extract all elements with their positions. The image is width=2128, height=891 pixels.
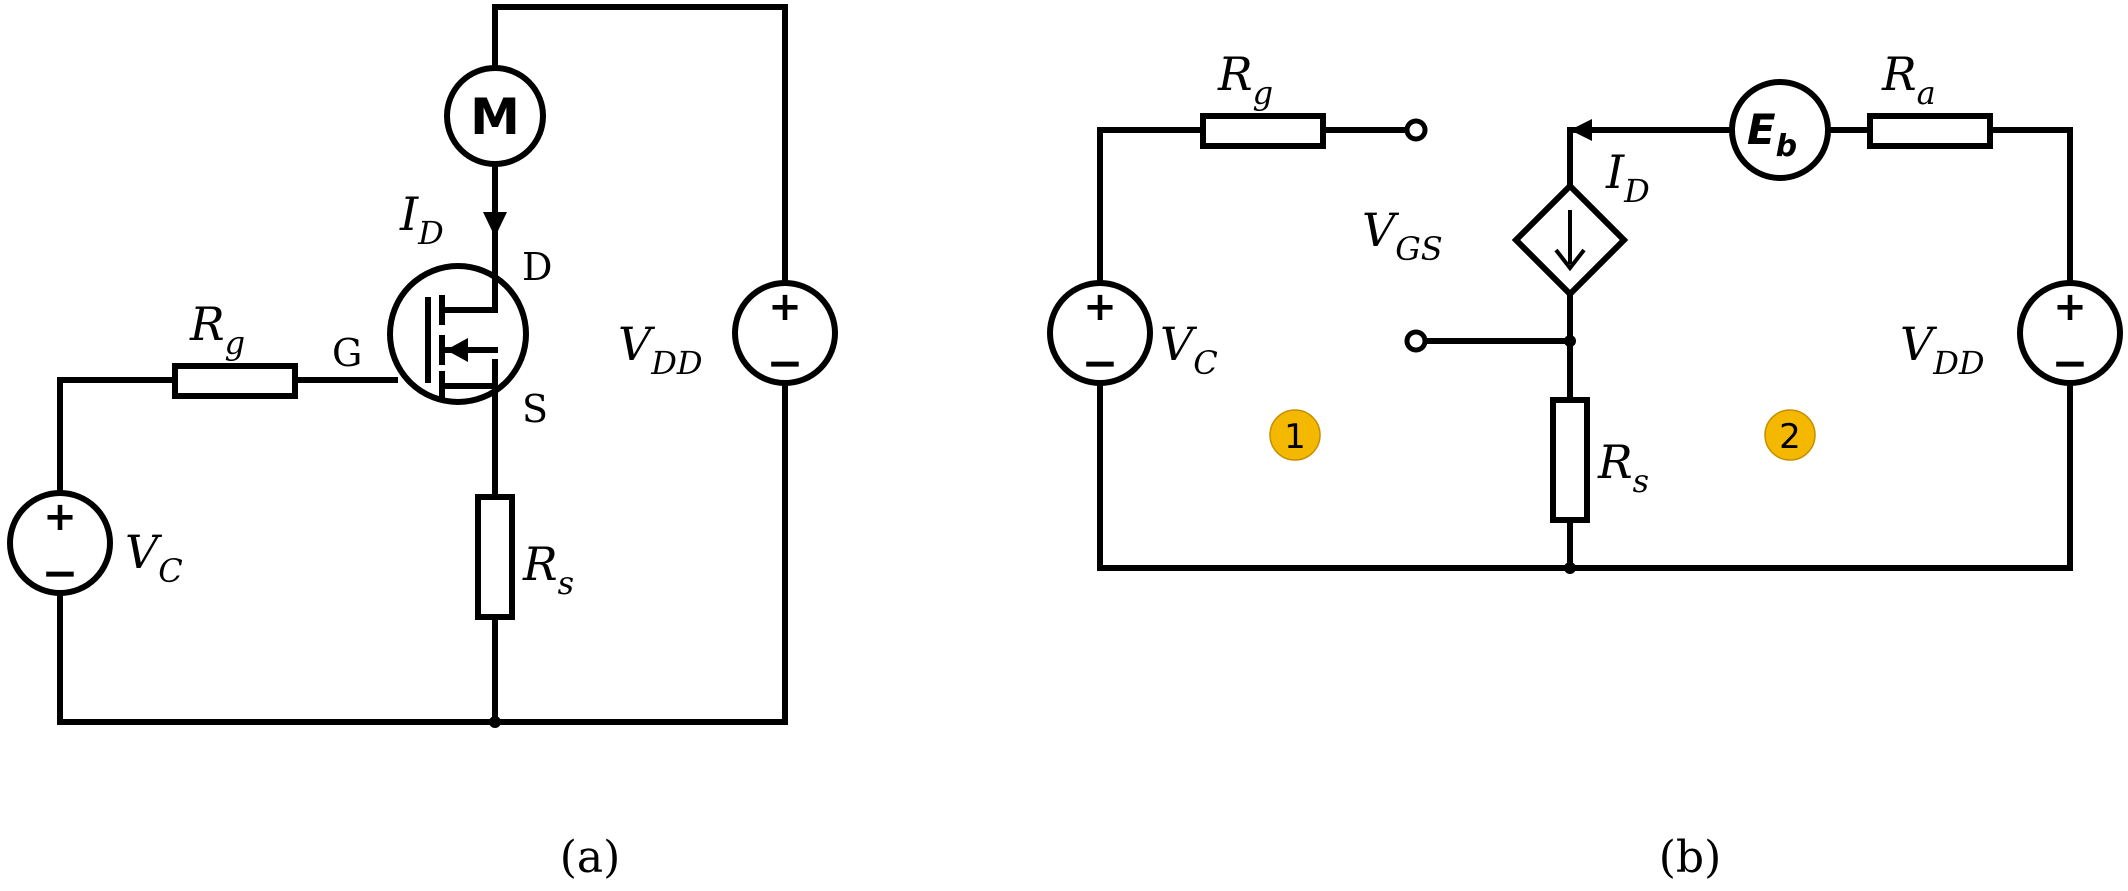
panel-b: Rg Ra Eb ID VGS Rs + − VC [1047, 47, 2123, 883]
caption-a: (a) [560, 832, 621, 883]
wire [1987, 127, 2073, 286]
motor-circle [444, 65, 546, 167]
supply-source-label-b: VDD [1900, 317, 1985, 382]
control-source-label-b: VC [1160, 317, 1218, 382]
supply-source-circle [2017, 280, 2123, 386]
plus-sign: + [1083, 284, 1117, 330]
supply-source-label-a: VDD [618, 317, 703, 382]
pin-source: S [522, 387, 548, 431]
back-emf-source: Eb [1729, 79, 1831, 181]
mosfet-circle [387, 263, 529, 405]
minus-sign: − [42, 548, 79, 599]
supply-source-b: + − [2017, 280, 2123, 389]
source-resistor-label-b: Rs [1597, 435, 1649, 500]
pin-drain: D [522, 245, 552, 289]
dependent-current-source [1511, 181, 1629, 299]
minus-sign: − [1082, 338, 1119, 389]
wire [1097, 127, 1206, 286]
loop-badge-1: 1 [1269, 409, 1321, 461]
node-dot [1564, 335, 1576, 347]
minus-sign: − [767, 338, 804, 389]
mosfet [387, 205, 529, 405]
gate-resistor-a [172, 363, 298, 399]
wire [1097, 380, 2073, 571]
armature-resistor-b [1867, 113, 1993, 149]
vgs-label: VGS [1362, 203, 1443, 268]
current-arrow [1570, 119, 1592, 141]
loop-badge-circle [1764, 409, 1816, 461]
source-resistor-b [1550, 397, 1590, 523]
supply-source-circle [732, 280, 838, 386]
loop-badge-label: 2 [1779, 417, 1801, 457]
control-source-a: + − [7, 490, 113, 599]
panel-a: M ID D G S Rg Rs + − VC [7, 4, 838, 883]
loop-badge-circle [1269, 409, 1321, 461]
caption-b: (b) [1659, 832, 1722, 883]
node-dot [489, 716, 501, 728]
gate-resistor-b [1200, 113, 1326, 149]
current-label-a: ID [399, 187, 444, 252]
minus-sign: − [2052, 338, 2089, 389]
wire [57, 380, 788, 725]
control-source-circle [7, 490, 113, 596]
gate-resistor-label-b: Rg [1217, 47, 1273, 112]
control-source-b: + − [1047, 280, 1153, 389]
plus-sign: + [2053, 284, 2087, 330]
gate-terminal [1404, 118, 1428, 142]
supply-source-a: + − [732, 280, 838, 389]
current-label-b: ID [1605, 145, 1650, 210]
back-emf-label: Eb [1747, 105, 1797, 164]
node-dot [1564, 562, 1576, 574]
dependent-source-arrow-head [1554, 248, 1586, 272]
armature-resistor-label-b: Ra [1881, 47, 1936, 112]
source-resistor-a [475, 494, 515, 620]
control-source-label-a: VC [125, 525, 183, 590]
pin-gate: G [332, 331, 362, 375]
back-emf-circle [1729, 79, 1831, 181]
source-resistor-label-a: Rs [522, 537, 574, 602]
control-source-circle [1047, 280, 1153, 386]
plus-sign: + [768, 284, 802, 330]
motor: M [444, 65, 546, 167]
loop-badge-2: 2 [1764, 409, 1816, 461]
motor-symbol: M [470, 88, 520, 146]
source-terminal [1404, 329, 1428, 353]
plus-sign: + [43, 494, 77, 540]
gate-resistor-label-a: Rg [189, 297, 245, 362]
wire [1567, 127, 1733, 189]
wire [492, 4, 788, 286]
loop-badge-label: 1 [1284, 417, 1306, 457]
mosfet-arrow [446, 338, 468, 362]
